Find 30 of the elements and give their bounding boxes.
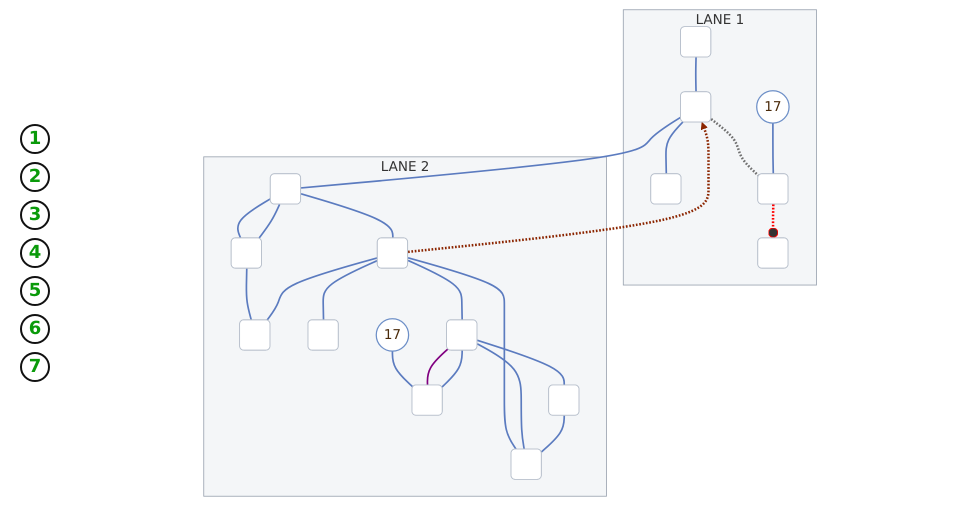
callout-number: 6 bbox=[20, 314, 50, 344]
connector bbox=[664, 120, 684, 174]
connector bbox=[245, 268, 252, 320]
connector bbox=[408, 256, 517, 450]
callout-number: 7 bbox=[20, 352, 50, 382]
connector bbox=[322, 259, 378, 320]
node-circle: 17 bbox=[376, 318, 410, 352]
connector bbox=[426, 348, 448, 385]
connector bbox=[768, 204, 778, 238]
connector bbox=[710, 118, 760, 176]
callout-number: 1 bbox=[20, 124, 50, 154]
callout-number: 4 bbox=[20, 238, 50, 268]
connector bbox=[300, 192, 394, 238]
connector bbox=[476, 342, 525, 450]
connector bbox=[236, 197, 271, 238]
connector bbox=[408, 259, 463, 320]
callout-number: 2 bbox=[20, 162, 50, 192]
callout-number: 5 bbox=[20, 276, 50, 306]
callout-number: 3 bbox=[20, 200, 50, 230]
connector bbox=[476, 339, 565, 385]
connector bbox=[266, 256, 378, 320]
connector bbox=[391, 350, 414, 388]
connector bbox=[694, 56, 697, 92]
connector bbox=[258, 204, 280, 238]
connector bbox=[540, 415, 565, 452]
connector bbox=[441, 350, 463, 388]
connector bbox=[300, 116, 682, 188]
node-circle: 17 bbox=[756, 90, 790, 124]
arrow bbox=[408, 122, 710, 253]
connector bbox=[772, 122, 774, 174]
